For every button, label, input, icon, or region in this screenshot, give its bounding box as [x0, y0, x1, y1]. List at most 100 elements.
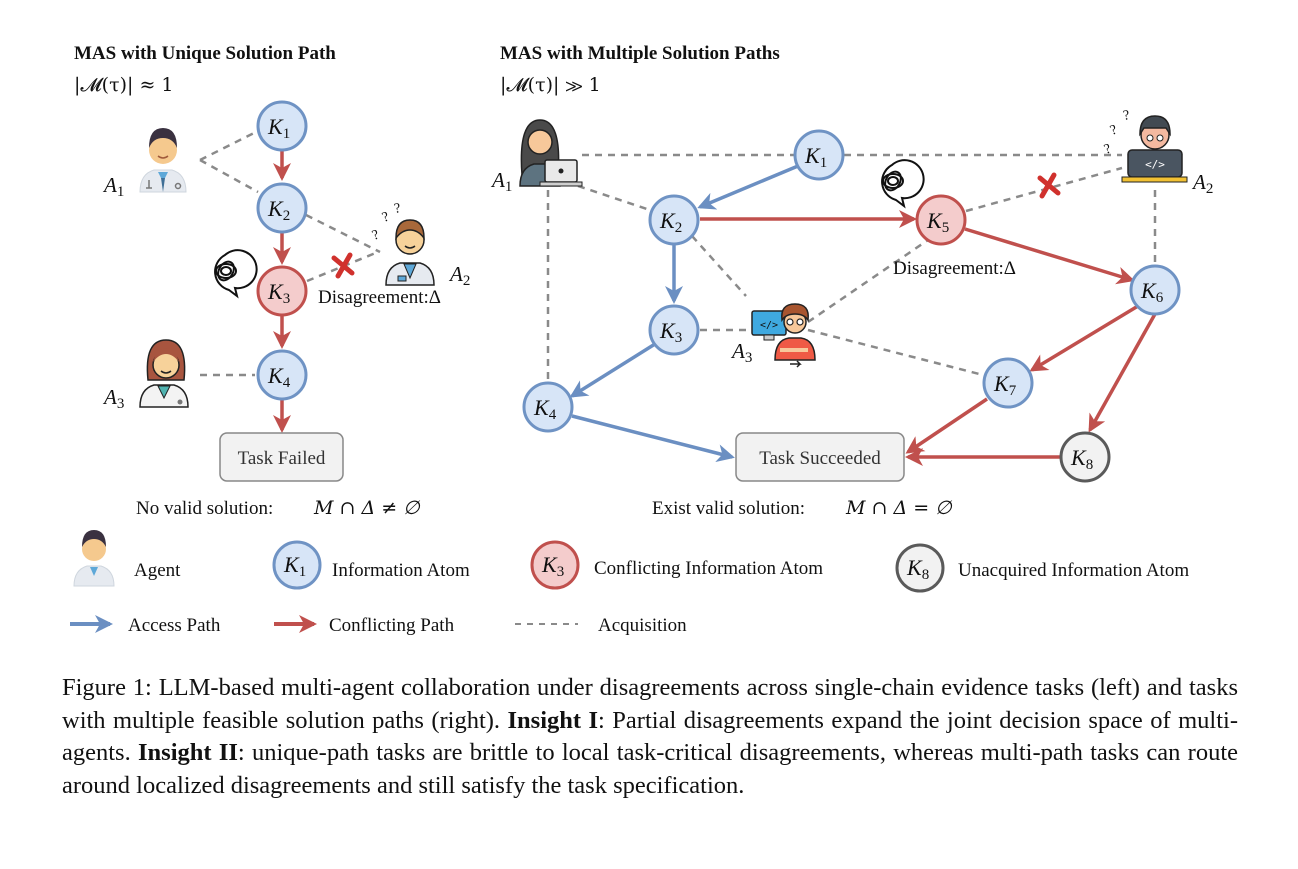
- right-node-k6: K6: [1129, 264, 1181, 316]
- agent-a1-label: A1: [490, 168, 512, 195]
- left-acquisition-edges: [199, 130, 381, 377]
- svg-text:Task Succeeded: Task Succeeded: [759, 448, 881, 469]
- right-node-k4: K4: [522, 381, 574, 433]
- left-panel-title: MAS with Unique Solution Path: [74, 43, 336, 64]
- agent-a1-label: A1: [102, 173, 124, 200]
- right-node-k2: K2: [648, 194, 700, 246]
- left-panel: MAS with Unique Solution Path |𝓜(τ)| ≈ 1…: [74, 43, 470, 519]
- agent-a2-label: A2: [1191, 170, 1213, 197]
- right-conclusion-text: Exist valid solution:: [652, 498, 805, 519]
- svg-text:?: ?: [370, 228, 381, 244]
- svg-text:K2: K2: [659, 208, 682, 236]
- agent-a1-male-doctor-icon: [139, 128, 187, 193]
- legend: Agent K1 Information Atom K3 Conflicting…: [70, 530, 1189, 636]
- right-conclusion-math: M ∩ Δ = ∅: [845, 497, 953, 519]
- agent-a3-label: A3: [730, 339, 752, 366]
- legend-unacquired-atom-label: Unacquired Information Atom: [958, 560, 1189, 581]
- svg-text:K3: K3: [659, 318, 682, 346]
- edge-a1-k2: [199, 158, 259, 194]
- blocked-cross-icon: [331, 252, 355, 279]
- svg-text:K4: K4: [533, 395, 557, 423]
- legend-acquisition-label: Acquisition: [598, 615, 687, 636]
- confused-speech-bubble-icon: [214, 249, 258, 299]
- legend-conflict-atom-node: K3: [530, 540, 580, 590]
- svg-text:K1: K1: [267, 114, 290, 142]
- edge-k5-k6: [964, 227, 1135, 285]
- agent-a3-label: A3: [102, 385, 124, 412]
- legend-info-atom-node: K1: [272, 540, 322, 590]
- edge-k3-k4: [569, 342, 656, 398]
- edge-k2-a3: [691, 235, 747, 297]
- caption-text-2: : Partial disagreements expand the joint…: [62, 706, 1238, 767]
- task-succeeded-box: Task Succeeded: [735, 432, 905, 482]
- svg-text:K5: K5: [926, 208, 949, 236]
- edge-k6-k7: [1029, 304, 1139, 372]
- svg-text:K1: K1: [804, 143, 827, 171]
- edge-a1-k2: [577, 184, 651, 212]
- left-node-k1: K1: [256, 100, 308, 152]
- svg-text:K6: K6: [1140, 278, 1164, 306]
- legend-unacquired-atom-node: K8: [895, 543, 945, 593]
- right-conflicting-edges: [700, 210, 1157, 466]
- agent-a3-female-doctor-icon: [139, 339, 189, 408]
- agent-a2-confused-coder-icon: </> ? ? ?: [1102, 108, 1188, 183]
- right-node-k8-unacquired: K8: [1059, 431, 1111, 483]
- legend-agent-icon: [73, 530, 115, 587]
- right-disagreement-label: Disagreement:Δ: [893, 258, 1016, 279]
- svg-text:</>: </>: [1145, 158, 1165, 171]
- svg-text:?: ?: [380, 210, 391, 226]
- svg-text:K7: K7: [993, 371, 1017, 399]
- left-node-k2: K2: [256, 182, 308, 234]
- figure-caption: Figure 1: LLM-based multi-agent collabor…: [62, 672, 1238, 802]
- task-failed-box: Task Failed: [219, 432, 344, 482]
- right-panel-title: MAS with Multiple Solution Paths: [500, 43, 780, 64]
- svg-text:K3: K3: [541, 552, 564, 580]
- caption-insight-2-label: Insight II: [138, 739, 238, 766]
- figure-diagram: MAS with Unique Solution Path |𝓜(τ)| ≈ 1…: [70, 43, 1213, 636]
- right-acquisition-edges: [546, 153, 1157, 382]
- edge-a1-k1: [199, 130, 257, 162]
- left-panel-formula: |𝓜(τ)| ≈ 1: [74, 74, 174, 96]
- edge-k6-k8: [1088, 313, 1157, 433]
- svg-text:Task Failed: Task Failed: [238, 448, 326, 469]
- svg-text:?: ?: [1102, 142, 1113, 158]
- right-access-edges: [569, 164, 799, 462]
- agent-a2-confused-doctor-icon: ? ? ?: [370, 201, 435, 286]
- edge-a3-k7: [807, 328, 984, 377]
- legend-conflicting-path-label: Conflicting Path: [329, 615, 455, 636]
- blocked-cross-icon: [1037, 172, 1061, 199]
- svg-text:K8: K8: [1070, 445, 1093, 473]
- edge-a3-k5: [807, 238, 929, 324]
- legend-agent-label: Agent: [134, 560, 181, 581]
- svg-text:K1: K1: [283, 552, 306, 580]
- svg-text:?: ?: [1108, 123, 1119, 139]
- right-panel-formula: |𝓜(τ)| ≫ 1: [500, 74, 601, 96]
- left-conclusion-math: M ∩ Δ ≠ ∅: [313, 497, 421, 519]
- confused-speech-bubble-icon: [881, 159, 925, 209]
- right-node-k1: K1: [793, 129, 845, 181]
- edge-k1-k2: [697, 164, 799, 210]
- caption-text-1: Figure 1: LLM-based multi-agent collabor…: [62, 674, 1238, 734]
- legend-conflict-atom-label: Conflicting Information Atom: [594, 558, 823, 579]
- right-node-k5-conflict: K5: [915, 194, 967, 246]
- right-node-k3: K3: [648, 304, 700, 356]
- caption-text-3: : unique-path tasks are brittle to local…: [62, 739, 1239, 799]
- svg-text:K3: K3: [267, 279, 290, 307]
- edge-a2-k2: [305, 213, 381, 254]
- right-panel: MAS with Multiple Solution Paths |𝓜(τ)| …: [490, 43, 1213, 519]
- svg-text:</>: </>: [760, 320, 778, 331]
- svg-text:?: ?: [393, 201, 402, 217]
- left-disagreement-label: Disagreement:Δ: [318, 287, 441, 308]
- left-conclusion-text: No valid solution:: [136, 498, 273, 519]
- svg-text:K2: K2: [267, 196, 290, 224]
- agent-a3-developer-icon: </>: [751, 303, 816, 368]
- svg-text:K4: K4: [267, 363, 291, 391]
- left-node-k4: K4: [256, 349, 308, 401]
- legend-info-atom-label: Information Atom: [332, 560, 470, 581]
- svg-text:?: ?: [1122, 108, 1131, 124]
- svg-text:K8: K8: [906, 555, 929, 583]
- legend-access-path-label: Access Path: [128, 615, 221, 636]
- agent-a1-woman-laptop-icon: [519, 119, 583, 187]
- left-node-k3-conflict: K3: [256, 265, 308, 317]
- right-node-k7: K7: [982, 357, 1034, 409]
